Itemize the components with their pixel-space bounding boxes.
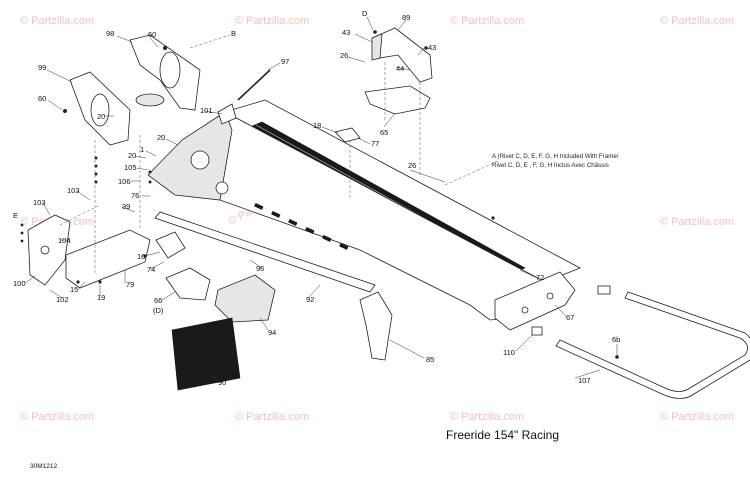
tunnel-slots xyxy=(254,203,349,250)
fasteners xyxy=(20,30,619,359)
snow-flap xyxy=(171,317,241,391)
cover-94 xyxy=(214,274,276,323)
rear-bracket xyxy=(494,271,576,331)
note-line-1: A (Rivet C, D, E, F, G, H Included With … xyxy=(492,153,619,160)
bracket-85 xyxy=(359,291,393,361)
callout-96: 96 xyxy=(256,264,264,273)
left-parts xyxy=(27,214,393,391)
callout-15: 15 xyxy=(70,285,78,294)
callout-43: 43 xyxy=(342,28,350,37)
running-board-rail xyxy=(154,211,376,293)
callout-99: 99 xyxy=(38,63,46,72)
callout-16: 16 xyxy=(137,252,145,261)
callout-76: 76 xyxy=(131,191,139,200)
callout-65: 65 xyxy=(380,128,388,137)
bracket-74 xyxy=(155,231,186,259)
upper-column-parts xyxy=(69,34,271,146)
callout-18: 18 xyxy=(313,121,321,130)
callout-77: 77 xyxy=(371,139,379,148)
callout-19: 19 xyxy=(97,293,105,302)
watermark: © Partzilla.com xyxy=(20,15,94,27)
callout-60: 60 xyxy=(148,30,156,39)
watermark: © Partzilla.com xyxy=(450,15,524,27)
callout-89: 89 xyxy=(402,13,410,22)
rivet-note: A (Rivet C, D, E, F, G, H Included With … xyxy=(492,153,619,169)
callout-107: 107 xyxy=(578,376,591,385)
clip-77 xyxy=(334,127,361,143)
callout-67: 67 xyxy=(566,313,574,322)
footrest-plate xyxy=(65,229,151,289)
callout-92: 92 xyxy=(306,295,314,304)
callout-6b: 6b xyxy=(612,335,620,344)
callout-66: 66 xyxy=(154,296,162,305)
diagram-title: Freeride 154" Racing xyxy=(446,428,559,442)
watermark: © Partzilla.com xyxy=(660,216,734,228)
callout-d: D xyxy=(362,9,368,18)
watermark: © Partzilla.com xyxy=(660,411,734,423)
callout-110: 110 xyxy=(503,348,515,357)
callout-1: 1 xyxy=(140,145,144,154)
callout-102: 102 xyxy=(56,295,69,304)
plate-65 xyxy=(364,85,431,115)
callout-105: 105 xyxy=(124,163,137,172)
bumper-bracket xyxy=(597,285,611,295)
callout-39: 39 xyxy=(122,202,130,211)
watermark: © Partzilla.com xyxy=(235,411,309,423)
rear-bumper-bar xyxy=(555,291,750,399)
callout-90: 90 xyxy=(218,378,226,387)
callout-74: 74 xyxy=(147,265,155,274)
callout-44: 44 xyxy=(396,64,404,73)
callout-20: 20 xyxy=(157,133,165,142)
callout-103: 103 xyxy=(67,186,80,195)
callout-106: 106 xyxy=(118,177,131,186)
rear-mount-89 xyxy=(371,27,433,83)
upper-right-parts xyxy=(334,27,433,143)
watermark: © Partzilla.com xyxy=(660,15,734,27)
bracket-101 xyxy=(217,103,237,125)
callout-100: 100 xyxy=(13,279,26,288)
note-line-2: Rivet C, D, E , F, G, H Inclus Avec Châs… xyxy=(492,162,609,169)
watermark: © Partzilla.com xyxy=(235,15,309,27)
rear-bumper xyxy=(531,285,750,399)
callout-43: 43 xyxy=(428,43,436,52)
callout-85: 85 xyxy=(426,355,434,364)
callout-101: 101 xyxy=(200,106,213,115)
front-bulkhead xyxy=(147,111,233,201)
callout-26: 26 xyxy=(408,161,416,170)
watermark: © Partzilla.com xyxy=(450,411,524,423)
callout-20: 20 xyxy=(128,151,136,160)
callout-d-paren: (D) xyxy=(153,306,164,315)
callout-98: 98 xyxy=(106,29,114,38)
callout-labels: 98 60 B 99 60 97 D 89 43 43 26 44 65 18 … xyxy=(13,9,620,387)
callout-e: E xyxy=(13,211,18,220)
callout-60: 60 xyxy=(38,94,46,103)
watermark: © Partzilla.com xyxy=(20,411,94,423)
bracket-66 xyxy=(165,267,211,301)
callout-26: 26 xyxy=(340,51,348,60)
callout-103: 103 xyxy=(33,198,46,207)
callout-72: 72 xyxy=(536,273,544,282)
callout-79: 79 xyxy=(126,280,134,289)
callout-94: 94 xyxy=(268,328,276,337)
callout-b: B xyxy=(231,29,236,38)
callout-104: 104 xyxy=(58,236,71,245)
assembly-lines xyxy=(59,34,501,275)
diagram-code: 30M1212 xyxy=(30,463,57,470)
callout-20: 20 xyxy=(97,112,105,121)
tunnel-frame xyxy=(147,99,581,331)
callout-97: 97 xyxy=(281,57,289,66)
leader-lines xyxy=(24,16,618,382)
